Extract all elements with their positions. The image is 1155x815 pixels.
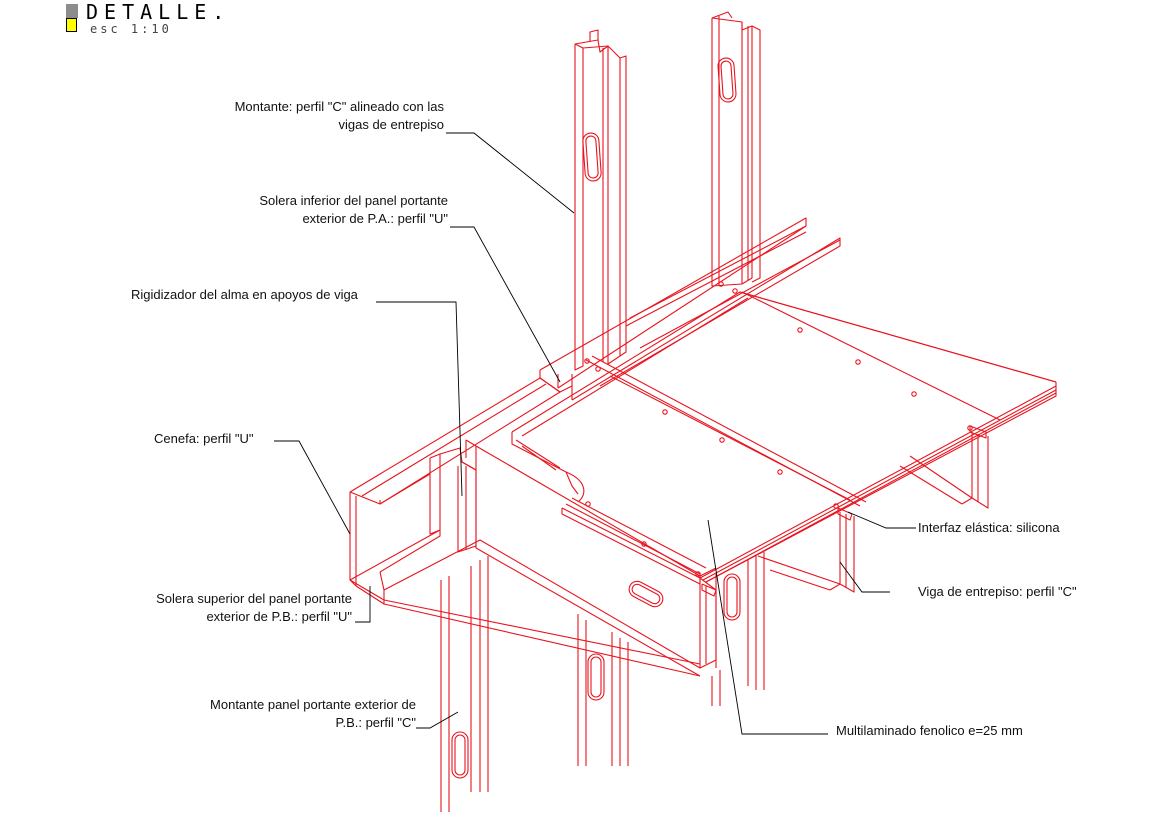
leader-multilaminado: [707, 519, 828, 735]
label-solera-inferior-line1: Solera inferior del panel portante: [259, 193, 448, 208]
label-montante: Montante: perfil "C" alineado con las vi…: [214, 98, 444, 134]
leader-lines: [274, 132, 916, 735]
upper-bottom-track: [539, 217, 841, 401]
label-solera-superior: Solera superior del panel portante exter…: [128, 590, 352, 626]
label-viga: Viga de entrepiso: perfil "C": [918, 584, 1077, 599]
leader-viga: [839, 561, 890, 593]
floor-joist-near: [757, 512, 855, 593]
front-rim-beam: [465, 439, 717, 677]
leader-solera-inf: [450, 226, 561, 383]
label-solera-superior-line2: exterior de P.B.: perfil "U": [206, 609, 352, 624]
plywood-slab: [511, 291, 1057, 585]
leader-cenefa: [274, 440, 351, 535]
leader-montante: [446, 132, 575, 214]
leader-rigidizador: [376, 301, 463, 497]
label-solera-inferior: Solera inferior del panel portante exter…: [228, 192, 448, 228]
drawing-scale: esc 1:10: [90, 22, 172, 36]
lower-studs: [440, 552, 765, 812]
label-solera-superior-line1: Solera superior del panel portante: [156, 591, 352, 606]
label-montante-pb-line2: P.B.: perfil "C": [335, 715, 416, 730]
title-yellow-square: [66, 18, 77, 32]
label-montante-line2: vigas de entrepiso: [338, 117, 444, 132]
leader-montante-pb: [416, 711, 459, 729]
cenefa-profile: [349, 473, 701, 677]
upper-stud-left: [574, 29, 627, 372]
label-rigidizador: Rigidizador del alma en apoyos de viga: [131, 287, 358, 302]
upper-stud-right: [711, 11, 761, 294]
label-montante-line1: Montante: perfil "C" alineado con las: [234, 99, 444, 114]
leader-solera-sup: [355, 586, 371, 623]
leader-interfaz: [847, 511, 916, 529]
label-multilaminado: Multilaminado fenolico e=25 mm: [836, 723, 1023, 738]
label-montante-pb: Montante panel portante exterior de P.B.…: [180, 696, 416, 732]
drawing-title: DETALLE.: [86, 0, 231, 24]
label-montante-pb-line1: Montante panel portante exterior de: [210, 697, 416, 712]
steel-framing: [349, 11, 1057, 812]
label-solera-inferior-line2: exterior de P.A.: perfil "U": [302, 211, 448, 226]
rim-track-top: [349, 377, 561, 587]
title-gray-square: [66, 4, 78, 18]
label-interfaz: Interfaz elástica: silicona: [918, 520, 1060, 535]
label-cenefa: Cenefa: perfil "U": [154, 431, 254, 446]
web-stiffener: [429, 447, 477, 553]
silicone-interface: [701, 425, 987, 597]
